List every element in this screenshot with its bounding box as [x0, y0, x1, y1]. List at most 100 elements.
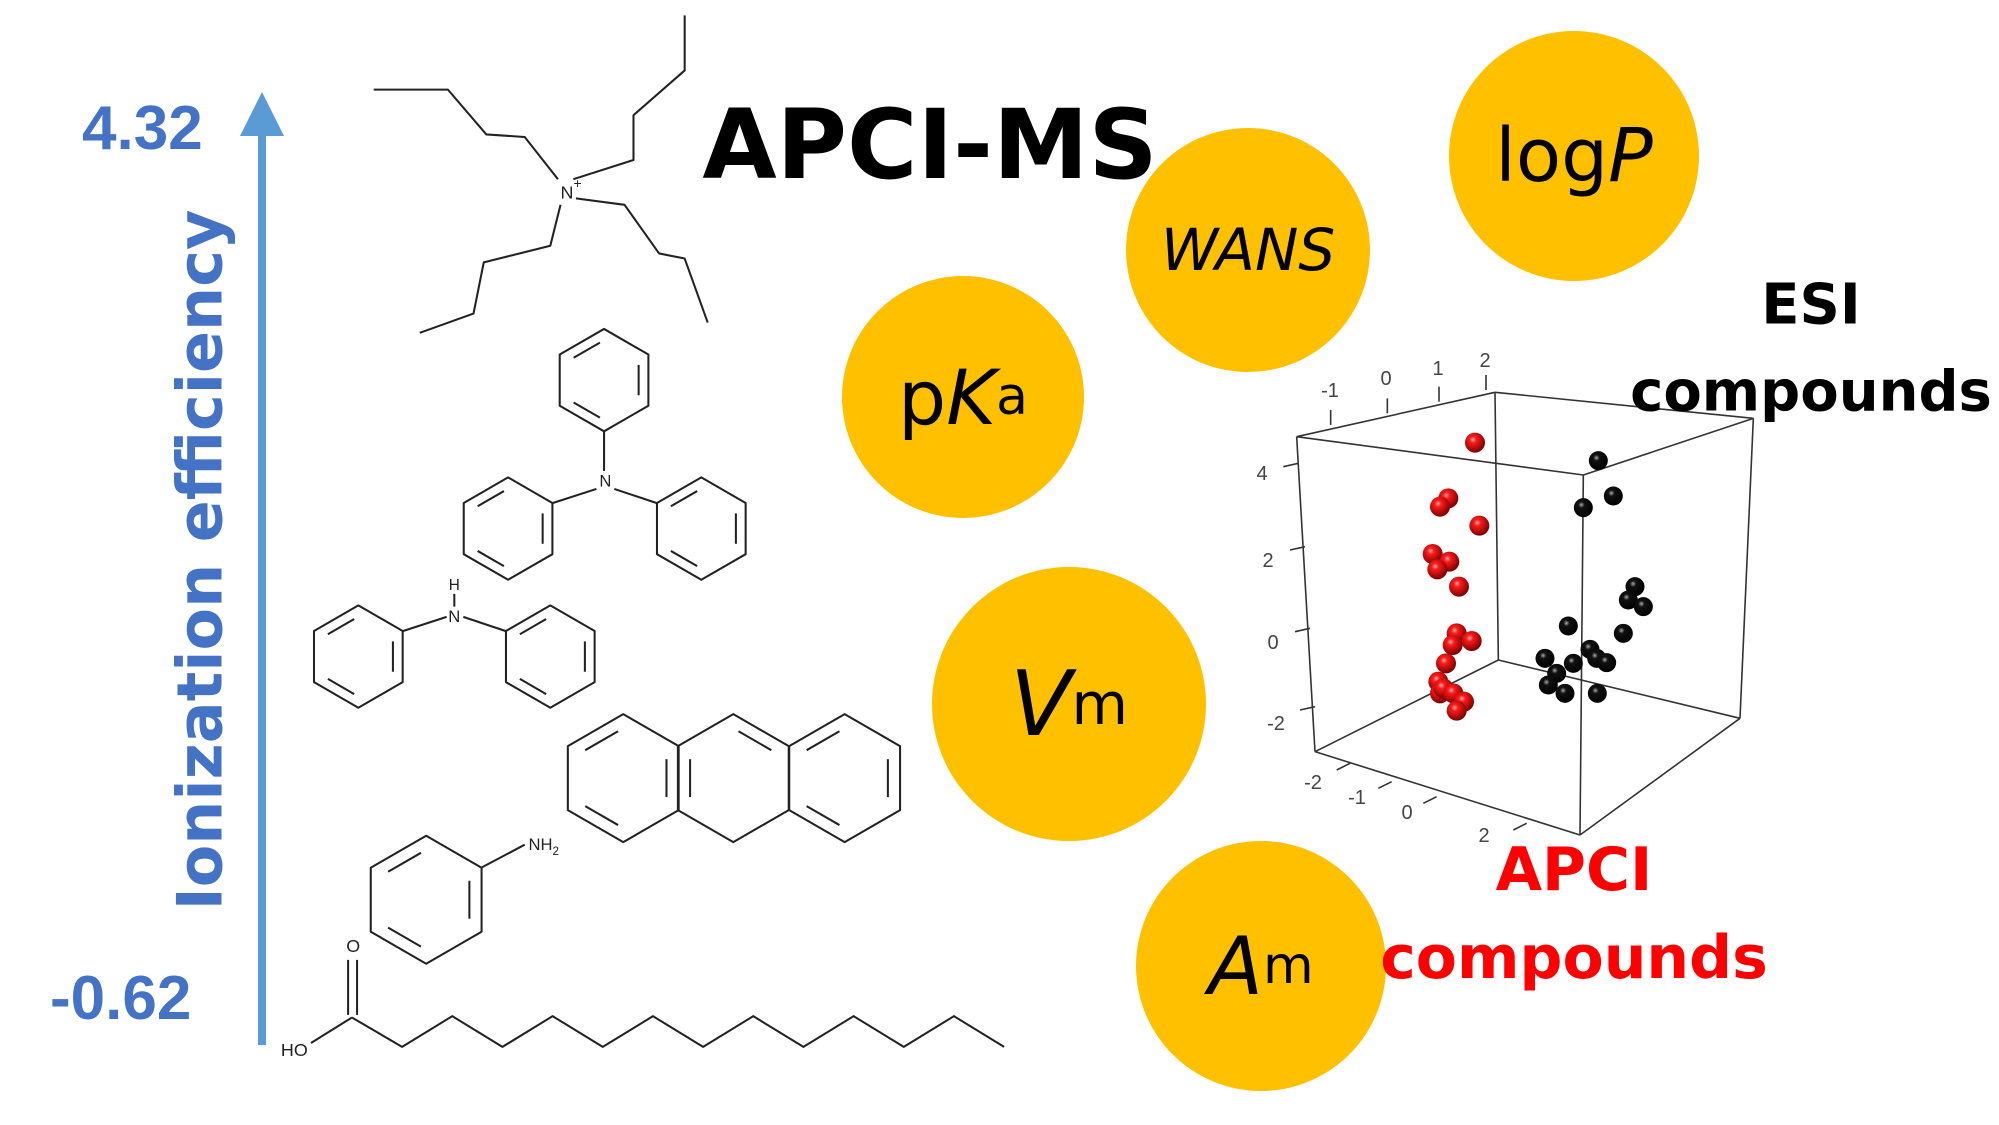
- double-bond: [519, 678, 547, 695]
- descriptor-wans: WANS: [1126, 128, 1370, 372]
- esi-label-line2: compounds: [1630, 359, 1992, 425]
- tick-label: 0: [1380, 368, 1391, 390]
- descriptor-subscript: m: [1263, 936, 1314, 996]
- tick-label: 2: [1479, 350, 1490, 372]
- plot-box-edge: [1494, 391, 1754, 420]
- tick-label: 1: [1432, 358, 1443, 380]
- bottom-tick: [1336, 762, 1351, 771]
- phenyl-ring: [462, 476, 554, 581]
- descriptor-subscript: a: [996, 367, 1028, 427]
- phenyl-ring: [369, 834, 483, 965]
- charge-label: +: [573, 175, 581, 191]
- apci-compound-point: [1449, 576, 1469, 597]
- esi-compound-point: [1538, 675, 1558, 695]
- esi-compound-point: [1573, 498, 1593, 518]
- double-bond: [670, 490, 698, 508]
- descriptor-italic: P: [1608, 113, 1653, 199]
- double-bond: [573, 401, 601, 419]
- plot-box-edge: [1494, 392, 1500, 661]
- butyl-chain: [373, 88, 559, 180]
- amine-label: NH2: [529, 835, 559, 858]
- apci-compound-point: [1469, 515, 1490, 536]
- double-bond: [806, 805, 840, 826]
- apci-compound-point: [1465, 432, 1485, 453]
- descriptor-text: log: [1495, 113, 1609, 199]
- nitrogen-label: N: [448, 607, 460, 626]
- plot-box-edge: [1296, 391, 1496, 438]
- plot-box-edge: [1296, 435, 1584, 476]
- plot-box-edge: [1739, 418, 1755, 719]
- double-bond: [477, 550, 505, 568]
- bond: [402, 615, 447, 632]
- tick-label: 0: [1401, 802, 1412, 824]
- tick-label: 2: [1478, 825, 1489, 847]
- apci-compound-point: [1442, 635, 1463, 655]
- apci-compound-point: [1446, 700, 1467, 721]
- esi-compound-point: [1555, 683, 1575, 703]
- descriptor-subscript: m: [1071, 670, 1129, 738]
- esi-compound-point: [1563, 653, 1583, 673]
- plot-box-edge: [1579, 717, 1741, 836]
- descriptor-italic: WANS: [1160, 216, 1336, 284]
- apci-compound-point: [1427, 559, 1448, 580]
- axis-label: Ionization efficiency: [163, 209, 237, 911]
- z-tick: [1294, 627, 1311, 633]
- double-bond: [477, 490, 505, 508]
- bottom-tick: [1377, 780, 1393, 790]
- apci-compound-point: [1430, 496, 1450, 517]
- tick-label: -2: [1267, 713, 1285, 735]
- double-bond: [387, 926, 422, 948]
- hydroxyl-label: HO: [281, 1040, 308, 1060]
- butyl-chain: [419, 204, 562, 334]
- arrow-head-icon: [240, 92, 284, 136]
- plot-box-edge: [1498, 659, 1741, 720]
- tick-label: 0: [1267, 632, 1278, 654]
- descriptor-italic: V: [1009, 651, 1072, 757]
- tick-label: 2: [1262, 550, 1273, 572]
- descriptor-italic: A: [1208, 919, 1264, 1013]
- nitrogen-label: N: [599, 471, 611, 490]
- descriptor-italic: K: [946, 352, 997, 442]
- double-bond: [327, 678, 355, 695]
- double-bond: [737, 730, 772, 752]
- esi-compound-point: [1633, 597, 1653, 617]
- ionization-arrow: [258, 120, 266, 1045]
- axis-top-value: 4.32: [82, 94, 203, 163]
- double-bond: [519, 618, 547, 636]
- z-tick: [1299, 705, 1316, 711]
- bond: [310, 1016, 353, 1044]
- apci-label-line2: compounds: [1380, 923, 1768, 993]
- double-bond: [584, 730, 619, 752]
- apci-compound-point: [1422, 544, 1443, 564]
- apci-compound-point: [1436, 653, 1456, 674]
- plot-box-edge: [1314, 659, 1499, 753]
- phenyl-ring: [655, 476, 747, 581]
- esi-compound-point: [1613, 623, 1633, 643]
- double-bond: [584, 805, 619, 826]
- double-bond: [387, 851, 422, 873]
- phenyl-ring: [558, 327, 650, 433]
- esi-compound-point: [1603, 486, 1623, 506]
- double-bond: [670, 550, 698, 568]
- bottom-tick: [1422, 795, 1438, 805]
- esi-compound-point: [1618, 590, 1638, 610]
- oxygen-label: O: [346, 936, 360, 956]
- tick-label: -1: [1348, 787, 1366, 809]
- tick-label: -1: [1321, 380, 1339, 402]
- esi-compound-point: [1597, 653, 1617, 673]
- plot-box-edge: [1314, 750, 1581, 836]
- double-bond: [573, 341, 601, 359]
- alkyl-chain: [351, 1015, 1005, 1048]
- bottom-tick: [1512, 822, 1528, 831]
- hydrogen-label: H: [449, 577, 460, 594]
- phenyl-ring: [312, 604, 404, 709]
- amine-subscript: 2: [553, 846, 559, 858]
- esi-compound-point: [1588, 451, 1608, 471]
- esi-compound-point: [1558, 616, 1578, 636]
- phenyl-ring: [504, 604, 596, 709]
- double-bond: [327, 618, 355, 636]
- plot-box-edge: [1579, 474, 1585, 836]
